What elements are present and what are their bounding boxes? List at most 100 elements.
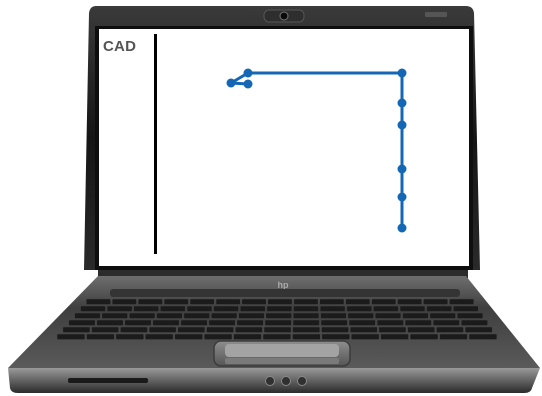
keyboard-key[interactable]: [374, 312, 402, 319]
keyboard-key[interactable]: [346, 305, 373, 312]
keyboard-key[interactable]: [402, 312, 429, 319]
keyboard-key[interactable]: [213, 305, 239, 312]
keyboard-key[interactable]: [120, 326, 148, 333]
keyboard-key[interactable]: [177, 326, 206, 333]
keyboard-key[interactable]: [235, 326, 263, 333]
cad-vertex[interactable]: [397, 120, 407, 130]
keyboard-key[interactable]: [148, 326, 177, 333]
keyboard-key[interactable]: [156, 312, 183, 319]
keyboard-key[interactable]: [124, 319, 152, 326]
keyboard-key[interactable]: [56, 333, 86, 340]
keyboard-key[interactable]: [426, 305, 452, 312]
keyboard-key[interactable]: [115, 333, 144, 340]
keyboard-key[interactable]: [292, 333, 321, 340]
keyboard-key[interactable]: [152, 319, 180, 326]
keyboard-key[interactable]: [423, 298, 448, 305]
keyboard-key[interactable]: [233, 333, 262, 340]
keyboard-key[interactable]: [186, 305, 213, 312]
keyboard-key[interactable]: [409, 333, 439, 340]
keyboard-key[interactable]: [397, 298, 423, 305]
cad-vertex[interactable]: [397, 192, 407, 202]
cad-vertex[interactable]: [243, 79, 253, 89]
keyboard-key[interactable]: [208, 319, 236, 326]
keyboard-key[interactable]: [91, 326, 119, 333]
keyboard-key[interactable]: [460, 319, 488, 326]
cad-drawing[interactable]: [99, 29, 469, 266]
keyboard-key[interactable]: [267, 298, 293, 305]
keyboard-key[interactable]: [432, 319, 460, 326]
keyboard-key[interactable]: [241, 298, 267, 305]
keyboard-key[interactable]: [293, 298, 319, 305]
cad-vertex[interactable]: [243, 68, 253, 78]
cad-vertex[interactable]: [397, 68, 407, 78]
keyboard-key[interactable]: [319, 298, 345, 305]
keyboard-key[interactable]: [429, 312, 456, 319]
keyboard-key[interactable]: [74, 312, 101, 319]
keyboard-key[interactable]: [348, 319, 376, 326]
keyboard-key[interactable]: [106, 305, 133, 312]
keyboard-key[interactable]: [376, 319, 404, 326]
keyboard-key[interactable]: [101, 312, 128, 319]
laptop-screen[interactable]: CAD: [99, 29, 469, 266]
keyboard-key[interactable]: [137, 298, 163, 305]
keyboard-key[interactable]: [449, 298, 474, 305]
keyboard-key[interactable]: [464, 326, 493, 333]
keyboard-key[interactable]: [349, 326, 378, 333]
keyboard-key[interactable]: [145, 333, 174, 340]
keyboard-key[interactable]: [174, 333, 203, 340]
keyboard-key[interactable]: [86, 333, 115, 340]
keyboard-key[interactable]: [86, 298, 111, 305]
keyboard-key[interactable]: [163, 298, 189, 305]
keyboard-key[interactable]: [183, 312, 210, 319]
keyboard-key[interactable]: [265, 312, 292, 319]
keyboard-key[interactable]: [380, 333, 409, 340]
keyboard-key[interactable]: [180, 319, 208, 326]
keyboard-key[interactable]: [321, 333, 350, 340]
keyboard-key[interactable]: [160, 305, 186, 312]
media-button-2[interactable]: [281, 376, 291, 386]
keyboard-key[interactable]: [371, 298, 397, 305]
keyboard-key[interactable]: [468, 333, 498, 340]
keyboard-key[interactable]: [345, 298, 371, 305]
keyboard-key[interactable]: [293, 305, 319, 312]
keyboard-key[interactable]: [292, 312, 320, 319]
keyboard-key[interactable]: [96, 319, 124, 326]
keyboard-key[interactable]: [321, 326, 349, 333]
keyboard-key[interactable]: [407, 326, 435, 333]
cad-vertex[interactable]: [397, 164, 407, 174]
keyboard-key[interactable]: [404, 319, 432, 326]
cad-vertex[interactable]: [226, 78, 236, 88]
keyboard-key[interactable]: [129, 312, 156, 319]
keyboard-key[interactable]: [439, 333, 468, 340]
keyboard-key[interactable]: [347, 312, 374, 319]
keyboard-key[interactable]: [238, 312, 265, 319]
keyboard-key[interactable]: [351, 333, 380, 340]
media-button-1[interactable]: [265, 376, 275, 386]
keyboard-key[interactable]: [456, 312, 484, 319]
keyboard-key[interactable]: [292, 326, 321, 333]
keyboard-key[interactable]: [236, 319, 264, 326]
keyboard[interactable]: [56, 298, 498, 340]
keyboard-key[interactable]: [203, 333, 233, 340]
touchpad-buttons[interactable]: [225, 358, 339, 364]
keyboard-key[interactable]: [453, 305, 479, 312]
keyboard-key[interactable]: [215, 298, 241, 305]
keyboard-key[interactable]: [263, 326, 292, 333]
keyboard-key[interactable]: [264, 319, 292, 326]
keyboard-key[interactable]: [133, 305, 159, 312]
media-button-3[interactable]: [297, 376, 307, 386]
keyboard-key[interactable]: [373, 305, 399, 312]
keyboard-key[interactable]: [292, 319, 320, 326]
keyboard-key[interactable]: [319, 305, 346, 312]
keyboard-key[interactable]: [111, 298, 137, 305]
keyboard-key[interactable]: [320, 319, 348, 326]
keyboard-key[interactable]: [320, 312, 347, 319]
keyboard-key[interactable]: [206, 326, 234, 333]
keyboard-key[interactable]: [80, 305, 106, 312]
keyboard-key[interactable]: [62, 326, 91, 333]
keyboard-key[interactable]: [239, 305, 266, 312]
cad-vertex[interactable]: [397, 98, 407, 108]
keyboard-key[interactable]: [436, 326, 464, 333]
cad-vertex[interactable]: [397, 223, 407, 233]
keyboard-key[interactable]: [378, 326, 407, 333]
